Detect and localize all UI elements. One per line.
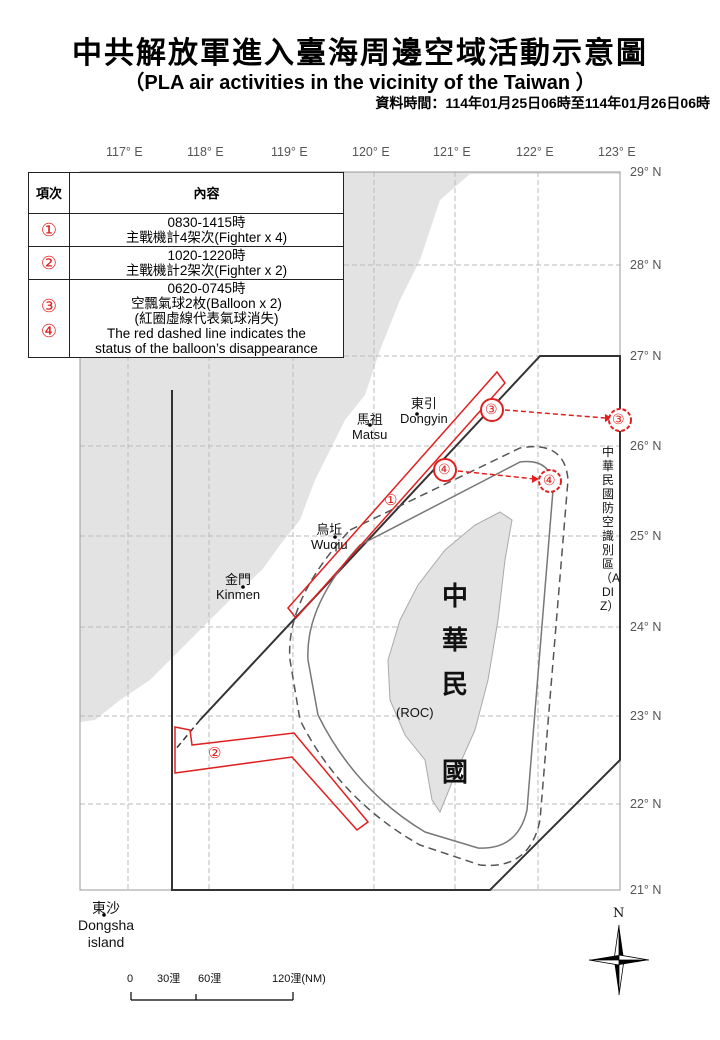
lat-label: 27° N	[630, 349, 662, 363]
adiz-boundary	[171, 355, 621, 891]
lon-label: 121° E	[433, 145, 471, 159]
data-time: 資料時間：114年01月25日06時至114年01月26日06時	[375, 95, 710, 111]
lon-label: 117° E	[106, 145, 143, 159]
header-content: 內容	[69, 172, 344, 214]
flight-route-1	[287, 370, 506, 620]
lat-label: 24° N	[630, 620, 662, 634]
scale-label: 60浬	[198, 973, 222, 985]
balloon-4-marker	[433, 458, 457, 482]
marker-3: ③	[485, 401, 498, 417]
row-time: 0620-0745時	[167, 281, 246, 296]
lat-label: 22° N	[630, 797, 662, 811]
scale-label: 120浬(NM)	[272, 973, 326, 985]
balloon-3-marker	[480, 398, 504, 422]
row-desc: 主戰機計2架次(Fighter x 2)	[125, 263, 288, 278]
table-row: ② 1020-1220時主戰機計2架次(Fighter x 2)	[28, 246, 344, 280]
lat-label: 28° N	[630, 258, 662, 272]
balloon-4-disappear	[538, 469, 562, 493]
row-number: ③	[40, 295, 58, 316]
outer-dashed-contour	[288, 446, 569, 867]
table-row: ③ ④ 0620-0745時 空飄氣球2枚(Balloon x 2) (紅圈虛線代…	[28, 279, 344, 358]
balloon-3-track	[504, 409, 606, 419]
lat-label: 29° N	[630, 165, 662, 179]
lon-label: 118° E	[187, 145, 224, 159]
row-desc: 空飄氣球2枚(Balloon x 2)	[131, 296, 282, 311]
map-subtitle: （PLA air activities in the vicinity of t…	[124, 72, 596, 94]
flight-route-2	[174, 726, 370, 832]
marker-3-end: ③	[612, 411, 625, 427]
lat-label: 26° N	[630, 439, 662, 453]
scale-label: 0	[127, 973, 134, 985]
row-time: 0830-1415時	[167, 215, 246, 230]
row-desc: status of the balloon’s disappearance	[95, 341, 318, 356]
row-number: ①	[28, 213, 70, 247]
row-desc: The red dashed line indicates the	[107, 326, 306, 341]
lon-label: 122° E	[516, 145, 554, 159]
marker-4-end: ④	[543, 472, 556, 488]
scale-bar	[130, 992, 294, 1001]
row-desc: (紅圈虛線代表氣球消失)	[134, 311, 279, 326]
balloon-4-track	[457, 470, 536, 480]
compass-north-label: N	[613, 906, 625, 921]
adiz-label: 中華民國防空識別區（ADIZ）	[600, 445, 621, 613]
roc-english: (ROC)	[396, 705, 434, 720]
map-title: 中共解放軍進入臺海周邊空域活動示意圖	[72, 36, 648, 71]
header-item: 項次	[28, 172, 70, 214]
marker-1: ①	[384, 492, 398, 509]
lon-label: 119° E	[271, 145, 308, 159]
row-time: 1020-1220時	[167, 248, 246, 263]
roc-label: 中華民國	[442, 582, 469, 788]
table-row: ① 0830-1415時主戰機計4架次(Fighter x 4)	[28, 213, 344, 247]
scale-label: 30浬	[157, 973, 181, 985]
marker-4: ④	[438, 461, 451, 477]
lon-label: 120° E	[352, 145, 390, 159]
compass-rose-icon	[588, 924, 650, 996]
row-number: ④	[40, 320, 58, 341]
balloon-3-disappear	[608, 408, 632, 432]
row-desc: 主戰機計4架次(Fighter x 4)	[125, 230, 288, 245]
row-number: ②	[28, 246, 70, 280]
marker-2: ②	[208, 745, 222, 762]
legend-table: 項次內容 ① 0830-1415時主戰機計4架次(Fighter x 4) ② 10…	[28, 172, 344, 358]
lat-label: 25° N	[630, 529, 662, 543]
lat-label: 21° N	[630, 883, 662, 897]
lat-label: 23° N	[630, 709, 662, 723]
lon-label: 123° E	[598, 145, 636, 159]
taiwan-island	[387, 511, 513, 814]
